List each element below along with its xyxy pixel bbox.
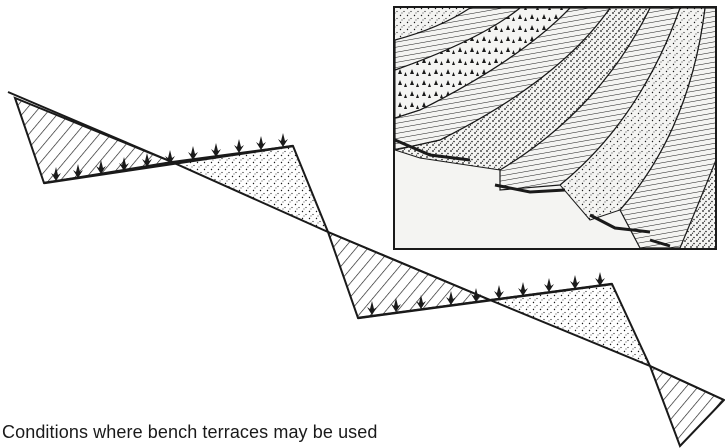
diagram-caption: Conditions where bench terraces may be u… [2, 422, 378, 443]
upper-cut-wedge [15, 98, 172, 183]
crop-plant-icon [256, 136, 266, 150]
lower-cut-wedge [650, 366, 724, 446]
lower-terrace [650, 366, 724, 446]
crop-plant-icon [570, 275, 580, 289]
crop-plant-icon [494, 285, 504, 299]
crop-plant-icon [518, 282, 528, 296]
crop-plant-icon [234, 139, 244, 153]
crop-plant-icon [544, 278, 554, 292]
upper-fill-wedge [172, 146, 328, 232]
middle-terrace [328, 232, 650, 366]
upper-terrace [8, 92, 328, 232]
inset-terraced-hillside [394, 7, 716, 249]
crop-plant-icon [278, 133, 288, 147]
